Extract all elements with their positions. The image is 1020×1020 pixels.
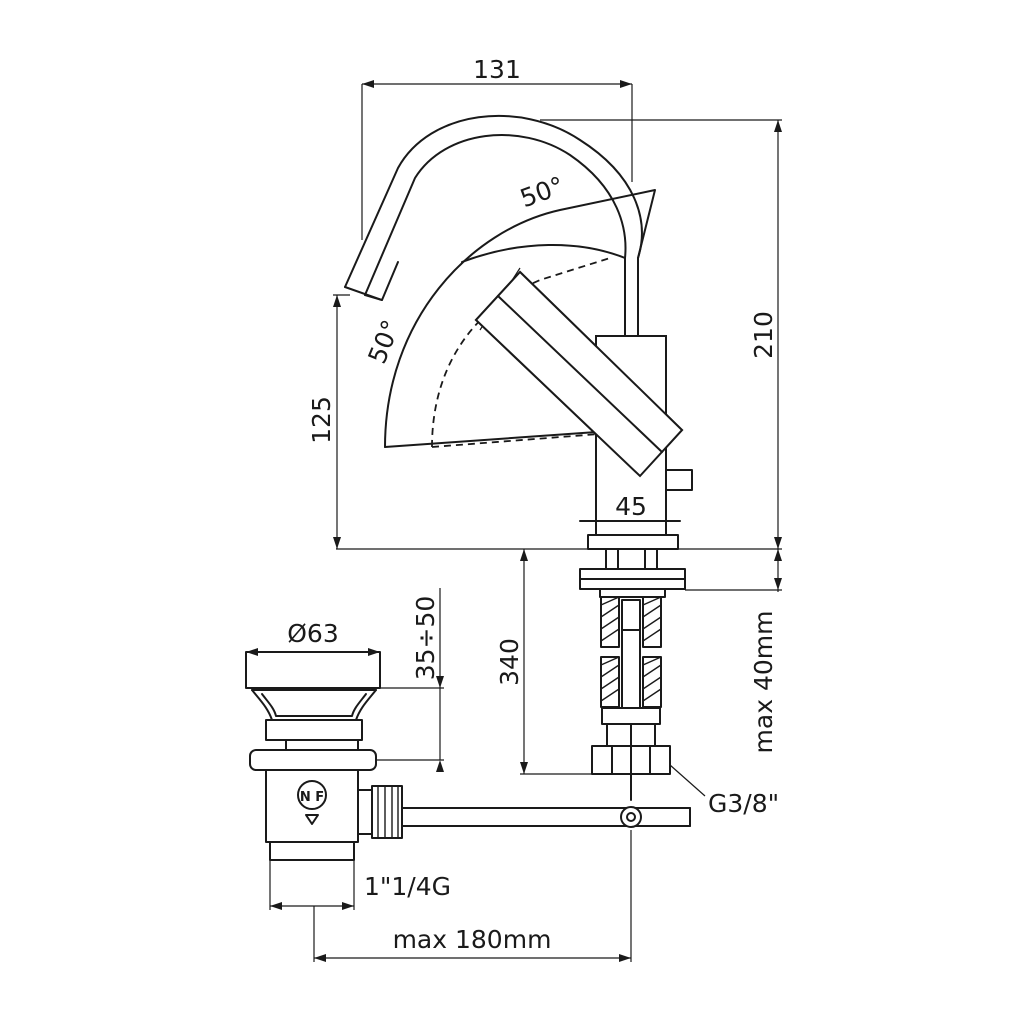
dim-label-210: 210 xyxy=(749,311,778,359)
waste-ring xyxy=(249,749,377,771)
nf-circle xyxy=(297,780,327,810)
dim-label-1-1-4g: 1"1/4G xyxy=(364,872,451,901)
spout-outer xyxy=(344,114,643,339)
waste-connector xyxy=(357,789,373,835)
dim-label-d63: Ø63 xyxy=(287,619,339,648)
dimension-lines xyxy=(246,80,782,962)
dim-label-50-top: 50° xyxy=(516,171,568,213)
nf-triangle xyxy=(305,814,319,825)
dim-label-35-50: 35÷50 xyxy=(411,596,440,681)
dim-label-max-180mm: max 180mm xyxy=(393,925,552,954)
dim-label-45: 45 xyxy=(615,492,647,521)
faucet-base xyxy=(587,534,679,550)
waste-cap xyxy=(245,651,381,689)
swing-arc-outer xyxy=(384,189,656,448)
fixing-assembly xyxy=(579,548,686,598)
rod-clamp xyxy=(620,806,642,828)
dim-label-max-40mm: max 40mm xyxy=(749,611,778,754)
waste-drawing: N F xyxy=(245,651,691,861)
waste-marking: N F xyxy=(300,790,324,805)
dim-label-131: 131 xyxy=(473,55,521,84)
dim-label-125: 125 xyxy=(307,396,336,444)
swing-arc-top xyxy=(461,244,626,263)
dim-label-g38: G3/8" xyxy=(708,789,779,818)
popup-rod xyxy=(665,469,693,491)
spout-inner xyxy=(364,134,627,339)
faucet-drawing xyxy=(344,114,693,801)
dim-label-340: 340 xyxy=(495,638,524,686)
braided-hoses xyxy=(591,596,671,801)
